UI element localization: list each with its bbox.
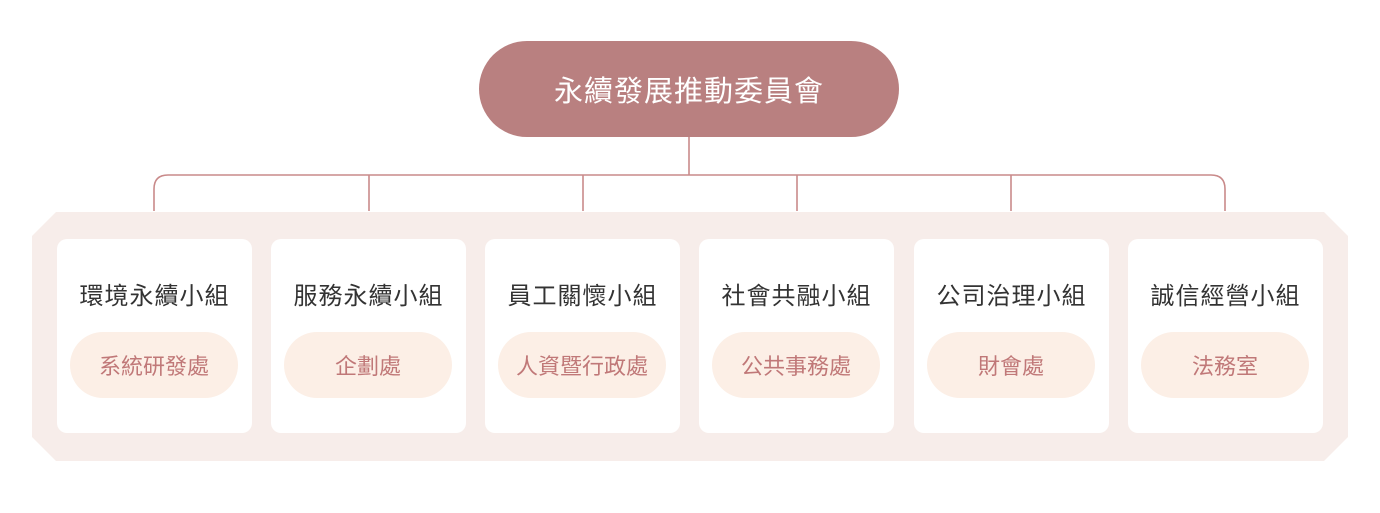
group-cards: 環境永續小組 系統研發處 服務永續小組 企劃處 員工關懷小組 人資暨行政處 社會… <box>57 239 1323 433</box>
group-name: 誠信經營小組 <box>1150 282 1301 310</box>
responsible-unit: 系統研發處 <box>98 355 209 380</box>
group-card-social-inclusion: 社會共融小組 公共事務處 <box>699 239 894 433</box>
committee-title: 永續發展推動委員會 <box>553 74 824 108</box>
connector-bus <box>153 174 1226 211</box>
group-name: 公司治理小組 <box>936 282 1087 310</box>
group-name: 服務永續小組 <box>293 282 444 310</box>
responsible-unit: 人資暨行政處 <box>515 355 648 380</box>
responsible-unit-badge: 人資暨行政處 <box>498 332 666 398</box>
group-card-governance: 公司治理小組 財會處 <box>914 239 1109 433</box>
responsible-unit: 法務室 <box>1191 355 1258 380</box>
group-name: 員工關懷小組 <box>507 282 658 310</box>
responsible-unit: 企劃處 <box>334 355 401 380</box>
committee-node: 永續發展推動委員會 <box>479 41 899 137</box>
responsible-unit-badge: 系統研發處 <box>70 332 238 398</box>
group-name: 社會共融小組 <box>721 282 872 310</box>
responsible-unit-badge: 法務室 <box>1141 332 1309 398</box>
group-card-integrity: 誠信經營小組 法務室 <box>1128 239 1323 433</box>
responsible-unit-badge: 公共事務處 <box>712 332 880 398</box>
responsible-unit: 財會處 <box>977 355 1044 380</box>
responsible-unit-badge: 財會處 <box>927 332 1095 398</box>
group-card-employee-care: 員工關懷小組 人資暨行政處 <box>485 239 680 433</box>
group-name: 環境永續小組 <box>79 282 230 310</box>
group-card-service: 服務永續小組 企劃處 <box>271 239 466 433</box>
responsible-unit: 公共事務處 <box>740 355 851 380</box>
group-card-environment: 環境永續小組 系統研發處 <box>57 239 252 433</box>
responsible-unit-badge: 企劃處 <box>284 332 452 398</box>
